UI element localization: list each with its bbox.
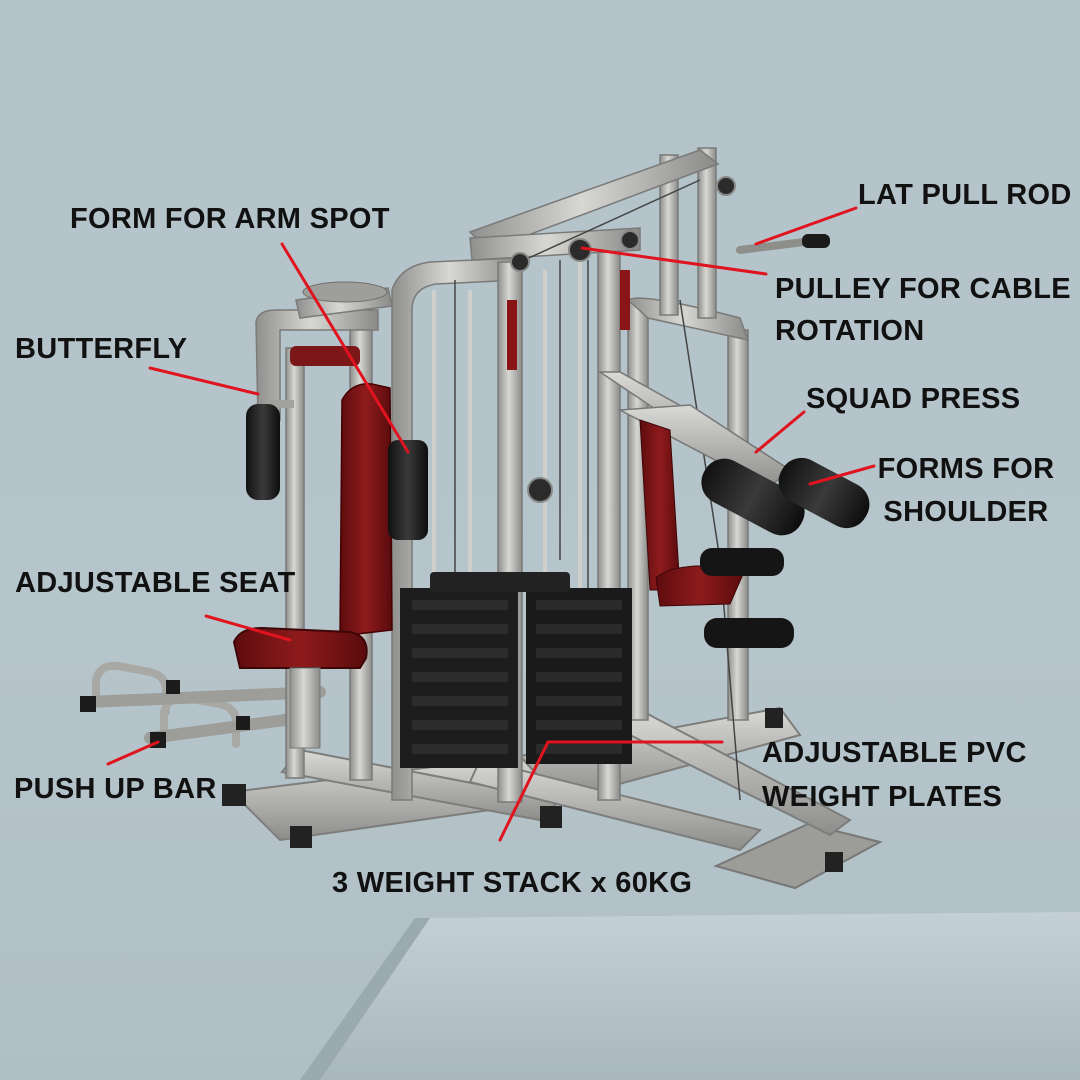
floor-platform — [320, 912, 1080, 1080]
shoulder-pad-2 — [778, 457, 870, 529]
butterfly-pad — [246, 404, 280, 500]
label-adjustable-pvc-line2: WEIGHT PLATES — [762, 781, 1003, 813]
label-adjustable-seat: ADJUSTABLE SEAT — [15, 567, 296, 599]
guide-rods — [432, 260, 582, 600]
weight-stack-top — [430, 572, 570, 592]
label-forms-for-shoulder-line1: FORMS FOR — [877, 453, 1055, 485]
label-push-up-bar: PUSH UP BAR — [14, 773, 217, 805]
leader-butterfly — [148, 366, 260, 396]
right-station-frame — [468, 147, 750, 721]
arm-spot-pad — [388, 440, 428, 540]
weight-stack-left — [400, 588, 518, 768]
leader-pulley — [580, 246, 768, 276]
seat-post — [289, 667, 321, 749]
leader-adjustable-seat — [204, 614, 292, 642]
leader-arm-spot — [280, 242, 410, 454]
base-feet — [222, 708, 843, 872]
leg-pads — [700, 548, 794, 648]
pulleys — [510, 176, 736, 503]
leader-weight-stack — [498, 740, 550, 842]
lat-bar-grip — [802, 234, 830, 248]
tower-decal — [507, 300, 517, 370]
foot-plate — [713, 822, 883, 890]
label-adjustable-pvc-line1: ADJUSTABLE PVC — [762, 737, 1027, 769]
weight-stack-right — [526, 588, 632, 764]
shoulder-pad-1 — [701, 458, 805, 536]
label-lat-pull-rod: LAT PULL ROD — [858, 179, 1072, 211]
adjustable-seat-cushion — [232, 626, 368, 669]
butterfly-arm — [266, 400, 294, 408]
backrest-pad — [339, 383, 393, 637]
push-up-bar-caps — [80, 680, 250, 748]
label-form-for-arm-spot: FORM FOR ARM SPOT — [70, 203, 390, 235]
leader-forms-shoulder — [808, 464, 876, 486]
label-pulley-line2: ROTATION — [775, 315, 925, 347]
label-squad-press: SQUAD PRESS — [806, 383, 1021, 415]
floor-platform-edge — [300, 918, 430, 1080]
label-weight-stack: 3 WEIGHT STACK x 60KG — [332, 867, 693, 899]
label-pulley-line1: PULLEY FOR CABLE — [775, 273, 1071, 305]
label-forms-for-shoulder-line2: SHOULDER — [883, 496, 1049, 528]
label-butterfly: BUTTERFLY — [15, 333, 188, 365]
leader-squad-press — [754, 410, 806, 454]
butterfly-top-pulley — [302, 281, 388, 303]
leader-push-up — [106, 740, 160, 766]
push-up-bars — [82, 661, 326, 748]
butterfly-back-pad — [290, 346, 360, 366]
leader-lat-pull-rod — [754, 206, 858, 246]
tower-decal-right — [620, 270, 630, 330]
